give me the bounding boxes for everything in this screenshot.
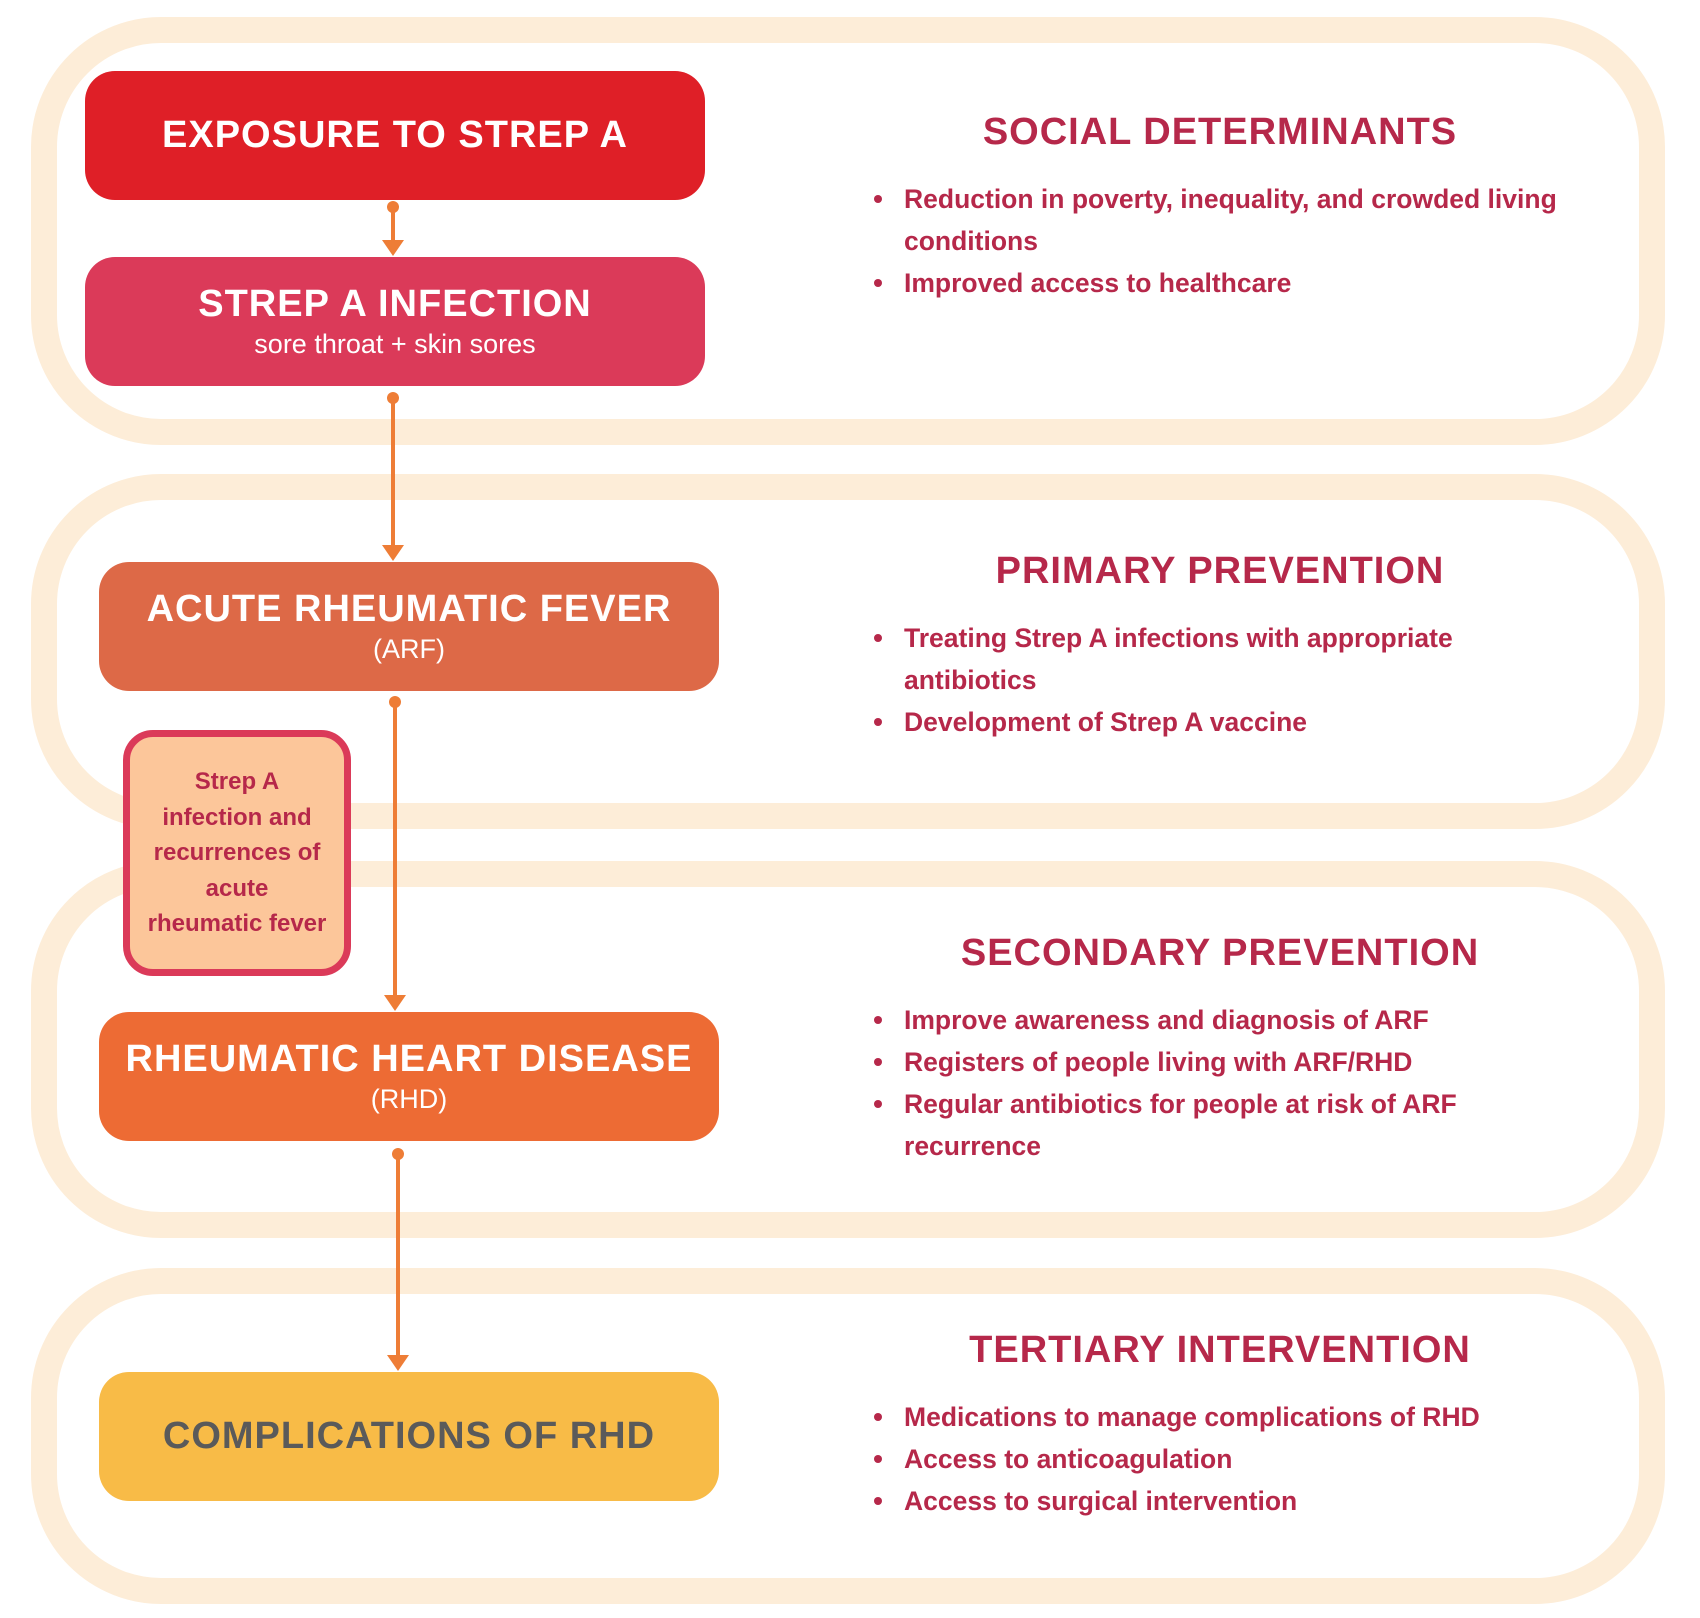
list-item: Improve awareness and diagnosis of ARF: [860, 999, 1580, 1041]
arrow-exposure-to-infection: [382, 201, 404, 256]
rheumatic-heart-disease-box: RHEUMATIC HEART DISEASE (RHD): [99, 1012, 719, 1141]
secondary-prevention-section: SECONDARY PREVENTION Improve awareness a…: [860, 932, 1580, 1167]
primary-prevention-section: PRIMARY PREVENTION Treating Strep A infe…: [860, 550, 1580, 743]
complications-title: COMPLICATIONS OF RHD: [162, 1414, 656, 1457]
secondary-prevention-list: Improve awareness and diagnosis of ARF R…: [860, 999, 1580, 1167]
secondary-prevention-heading: SECONDARY PREVENTION: [960, 932, 1480, 974]
rhd-subtitle: (RHD): [370, 1083, 448, 1114]
recurrence-note-text: Strep A infection and recurrences of acu…: [147, 768, 327, 938]
list-item: Improved access to healthcare: [860, 262, 1580, 304]
tertiary-intervention-list: Medications to manage complications of R…: [860, 1396, 1580, 1522]
exposure-title: EXPOSURE TO STREP A: [162, 113, 628, 156]
tertiary-intervention-heading: TERTIARY INTERVENTION: [969, 1329, 1471, 1371]
list-item: Medications to manage complications of R…: [860, 1396, 1580, 1438]
social-determinants-list: Reduction in poverty, inequality, and cr…: [860, 178, 1580, 304]
list-item: Treating Strep A infections with appropr…: [860, 617, 1580, 701]
recurrence-note-box: Strep A infection and recurrences of acu…: [123, 730, 351, 976]
list-item: Regular antibiotics for people at risk o…: [860, 1083, 1580, 1167]
complications-of-rhd-box: COMPLICATIONS OF RHD: [99, 1372, 719, 1501]
social-determinants-section: SOCIAL DETERMINANTS Reduction in poverty…: [860, 111, 1580, 304]
list-item: Reduction in poverty, inequality, and cr…: [860, 178, 1580, 262]
primary-prevention-heading: PRIMARY PREVENTION: [995, 550, 1445, 592]
exposure-to-strep-a-box: EXPOSURE TO STREP A: [85, 71, 705, 200]
list-item: Access to anticoagulation: [860, 1438, 1580, 1480]
arrow-infection-to-arf: [382, 392, 404, 561]
list-item: Access to surgical intervention: [860, 1480, 1580, 1522]
rhd-title: RHEUMATIC HEART DISEASE: [125, 1037, 693, 1080]
list-item: Registers of people living with ARF/RHD: [860, 1041, 1580, 1083]
primary-prevention-list: Treating Strep A infections with appropr…: [860, 617, 1580, 743]
arf-title: ACUTE RHEUMATIC FEVER: [146, 587, 672, 630]
strep-a-infection-box: STREP A INFECTION sore throat + skin sor…: [85, 257, 705, 386]
infection-title: STREP A INFECTION: [198, 282, 592, 325]
tertiary-intervention-section: TERTIARY INTERVENTION Medications to man…: [860, 1329, 1580, 1522]
arf-subtitle: (ARF): [373, 633, 445, 664]
arrow-rhd-to-complications: [387, 1148, 409, 1371]
arrow-arf-to-rhd: [384, 696, 406, 1011]
infection-subtitle: sore throat + skin sores: [254, 328, 536, 359]
social-determinants-heading: SOCIAL DETERMINANTS: [982, 111, 1458, 153]
acute-rheumatic-fever-box: ACUTE RHEUMATIC FEVER (ARF): [99, 562, 719, 691]
list-item: Development of Strep A vaccine: [860, 701, 1580, 743]
